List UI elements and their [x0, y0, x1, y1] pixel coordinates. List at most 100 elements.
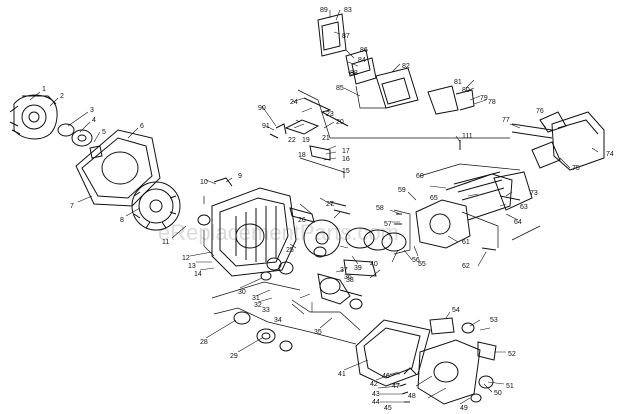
crankcase-block	[211, 187, 297, 277]
callout-20: 20	[336, 119, 344, 126]
callout-11: 11	[162, 239, 169, 246]
callout-76: 76	[536, 108, 544, 115]
callout-50: 50	[494, 390, 502, 397]
callout-22: 22	[288, 137, 296, 144]
callout-12: 12	[182, 255, 190, 262]
callout-47: 47	[392, 383, 400, 390]
callout-27: 27	[326, 201, 334, 208]
callout-29: 29	[230, 353, 238, 360]
callout-24: 24	[290, 99, 298, 106]
callout-1: 1	[42, 86, 46, 93]
callout-25: 25	[286, 247, 294, 254]
piston-and-rings	[343, 227, 407, 277]
crankshaft	[317, 273, 363, 310]
callout-65: 65	[430, 195, 438, 202]
callout-35: 35	[314, 329, 322, 336]
callout-53: 53	[490, 317, 498, 324]
callout-78: 78	[488, 99, 496, 106]
callout-61: 61	[462, 239, 470, 246]
callout-38: 38	[346, 277, 354, 284]
callout-4: 4	[92, 117, 96, 124]
small-hardware	[213, 123, 553, 403]
callout-42: 42	[370, 381, 378, 388]
callout-44: 44	[372, 399, 380, 406]
callout-64: 64	[514, 219, 522, 226]
valve-cover-assembly	[493, 171, 533, 211]
callout-33: 33	[262, 307, 270, 314]
callout-82: 82	[402, 63, 410, 70]
callout-15: 15	[342, 168, 350, 175]
callout-56: 56	[412, 257, 420, 264]
callout-81: 81	[454, 79, 462, 86]
callout-74: 74	[606, 151, 614, 158]
callout-91: 91	[262, 123, 270, 130]
callout-49: 49	[460, 405, 468, 412]
callout-51: 51	[506, 383, 514, 390]
callout-62: 62	[462, 263, 470, 270]
callout-83: 83	[344, 7, 352, 14]
callout-86: 86	[360, 47, 368, 54]
callout-10: 10	[200, 179, 208, 186]
flywheel	[131, 181, 181, 231]
callout-30: 30	[238, 289, 246, 296]
callout-36: 36	[344, 274, 352, 281]
callout-14: 14	[194, 271, 202, 278]
callout-89: 89	[320, 7, 328, 14]
callout-48: 48	[408, 393, 416, 400]
part-callouts: 1 2 3 4 5 6 7 8 9 10 11 12 13 14 15 16 1…	[42, 7, 614, 412]
callout-52: 52	[508, 351, 516, 358]
recoil-starter-assembly	[9, 94, 58, 140]
callout-28: 28	[200, 339, 208, 346]
lower-bearings	[233, 257, 293, 352]
callout-75: 75	[572, 165, 580, 172]
leader-lines	[29, 9, 599, 405]
crankcase-cover	[355, 319, 431, 387]
callout-54: 54	[452, 307, 460, 314]
callout-39: 39	[354, 265, 362, 272]
callout-77: 77	[502, 117, 510, 124]
callout-6: 6	[140, 123, 144, 130]
callout-90: 90	[258, 105, 266, 112]
callout-79: 79	[480, 95, 488, 102]
assembly-group-lines	[203, 85, 541, 345]
callout-88: 88	[350, 70, 358, 77]
starter-pulley-parts	[57, 123, 103, 159]
callout-58: 58	[376, 205, 384, 212]
callout-21: 21	[322, 135, 330, 142]
callout-63: 63	[520, 204, 528, 211]
callout-45: 45	[384, 405, 392, 412]
callout-16: 16	[342, 156, 350, 163]
callout-13: 13	[188, 263, 196, 270]
callout-41: 41	[338, 371, 346, 378]
callout-19: 19	[302, 137, 310, 144]
callout-59: 59	[398, 187, 406, 194]
callout-32: 32	[254, 302, 262, 309]
callout-80: 80	[462, 87, 470, 94]
callout-3: 3	[90, 107, 94, 114]
callout-5: 5	[102, 129, 106, 136]
callout-7: 7	[70, 203, 74, 210]
fan-shroud	[75, 129, 161, 207]
callout-37: 37	[340, 267, 348, 274]
callout-46: 46	[382, 373, 390, 380]
callout-31: 31	[252, 295, 260, 302]
callout-87: 87	[342, 33, 350, 40]
cylinder-head	[415, 171, 513, 249]
callout-17: 17	[342, 148, 350, 155]
callout-57: 57	[384, 221, 392, 228]
callout-40: 40	[370, 261, 378, 268]
cam-gear	[303, 219, 341, 257]
callout-73: 73	[530, 190, 538, 197]
callout-34: 34	[274, 317, 282, 324]
callout-18: 18	[298, 152, 306, 159]
sump-assembly	[417, 317, 497, 405]
callout-85: 85	[336, 85, 344, 92]
watermark: eReplacementParts.com	[158, 220, 399, 245]
callout-55: 55	[418, 261, 426, 268]
callout-43: 43	[372, 391, 380, 398]
air-cleaner-assembly	[317, 13, 419, 109]
callout-84: 84	[358, 57, 366, 64]
callout-9: 9	[238, 173, 242, 180]
callout-60: 60	[416, 173, 424, 180]
